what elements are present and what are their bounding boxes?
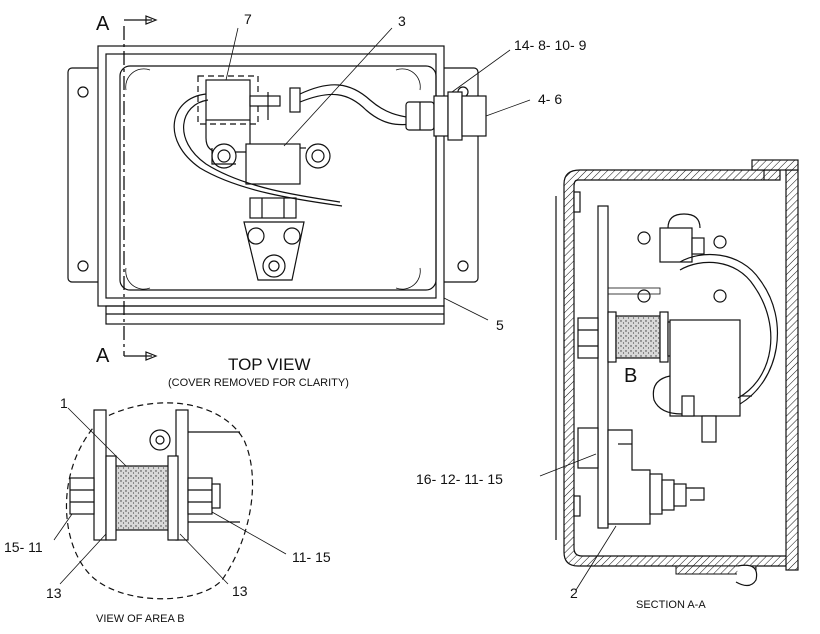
callout-11-15: 11- 15: [292, 549, 331, 565]
mounting-plate: [597, 205, 609, 529]
fuse-element: [109, 465, 175, 531]
top-view-subtitle: (COVER REMOVED FOR CLARITY): [168, 377, 349, 389]
callout-1: 1: [60, 395, 68, 411]
view-area-b: 1 15- 11 11- 15 13 13 VIEW OF AREA B: [4, 395, 331, 625]
relay-body: [205, 79, 251, 121]
view-area-b-caption: VIEW OF AREA B: [96, 613, 185, 625]
callout-14-8-10-9: 14- 8- 10- 9: [514, 37, 587, 53]
top-view-title: TOP VIEW: [228, 355, 311, 374]
component-block-section: [669, 319, 741, 417]
callout-2: 2: [570, 585, 578, 601]
callout-3: 3: [398, 13, 406, 29]
mount-hole: [457, 260, 469, 272]
box-lip: [105, 305, 445, 325]
enclosure-wall: [563, 169, 791, 567]
section-a-bottom-label: A: [96, 345, 110, 367]
box-floor: [119, 65, 437, 291]
callout-4-6: 4- 6: [538, 91, 562, 107]
mount-hole: [77, 86, 89, 98]
callout-5: 5: [496, 317, 504, 333]
callout-16-12-11-15: 16- 12- 11- 15: [416, 471, 503, 487]
section-caption: SECTION A-A: [636, 599, 706, 611]
fuse-section: [615, 315, 661, 359]
detail-boundary: [65, 402, 254, 600]
wire: [173, 93, 343, 207]
area-b-marker: B: [624, 365, 637, 387]
callout-15-11: 15- 11: [4, 539, 43, 555]
top-view: A A 7 3 14- 8- 10- 9 4- 6 5 TOP VIEW (CO…: [67, 11, 587, 389]
section-a-a: B 16- 12- 11- 15 2 SECTION A-A: [416, 159, 799, 611]
mount-hole: [77, 260, 89, 272]
callout-7: 7: [244, 11, 252, 27]
wire-section: [679, 253, 779, 405]
component-block: [245, 143, 301, 185]
section-a-top-label: A: [96, 13, 110, 35]
callout-13-left: 13: [46, 585, 62, 601]
enclosure-cover: [785, 169, 799, 571]
callout-13-right: 13: [232, 583, 248, 599]
